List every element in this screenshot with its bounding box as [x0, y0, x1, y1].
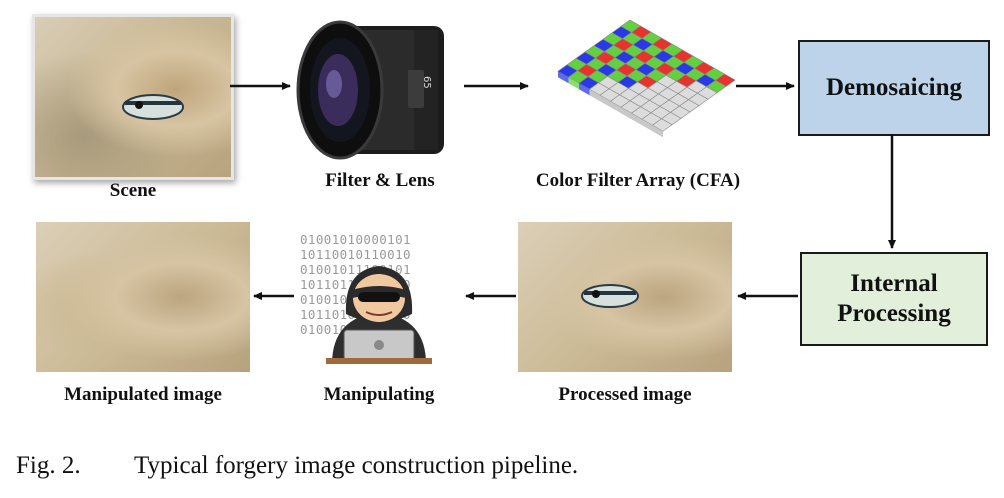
processed-label: Processed image: [558, 384, 692, 405]
cfa-label: Color Filter Array (CFA): [535, 170, 741, 191]
manipulating-label: Manipulating: [323, 384, 435, 405]
cfa-cell-side: [600, 95, 611, 108]
cfa-cell-side: [589, 89, 600, 102]
cfa-cell-side: [610, 101, 621, 114]
figure-caption: Fig. 2. Typical forgery image constructio…: [16, 452, 578, 480]
cfa-cell-side: [652, 125, 663, 138]
lens-focal-text: 65: [421, 76, 432, 89]
fish-figure: [122, 94, 184, 120]
camera-lens-figure: 65: [296, 20, 444, 160]
caption-number: Fig. 2.: [16, 452, 81, 479]
manipulated-image: [36, 222, 250, 372]
cfa-figure: [557, 19, 736, 138]
binary-row: 01001010000101: [300, 232, 411, 247]
cfa-cell-side: [621, 107, 632, 120]
demosaicing-box: Demosaicing: [798, 40, 990, 136]
caption-text: Typical forgery image construction pipel…: [134, 452, 579, 479]
cfa-cell-side: [568, 77, 579, 90]
cfa-cell-side: [631, 113, 642, 126]
internal-processing-label-line1: Internal: [850, 270, 938, 297]
processed-image: [518, 222, 732, 372]
lens-label: Filter & Lens: [325, 170, 435, 191]
binary-row: 10110010110010: [300, 247, 411, 262]
processed-fish-figure: [581, 284, 639, 308]
hacker-icon: [326, 266, 432, 364]
cfa-cell-side: [558, 71, 569, 84]
cfa-cell-side: [642, 119, 653, 132]
internal-processing-box: Internal Processing: [800, 252, 988, 346]
internal-processing-label-line2: Processing: [837, 300, 951, 327]
scene-photo: [32, 14, 234, 180]
scene-label: Scene: [109, 180, 157, 201]
cfa-cell-side: [579, 83, 590, 96]
demosaicing-label: Demosaicing: [825, 74, 963, 101]
manipulated-label: Manipulated image: [64, 384, 222, 405]
